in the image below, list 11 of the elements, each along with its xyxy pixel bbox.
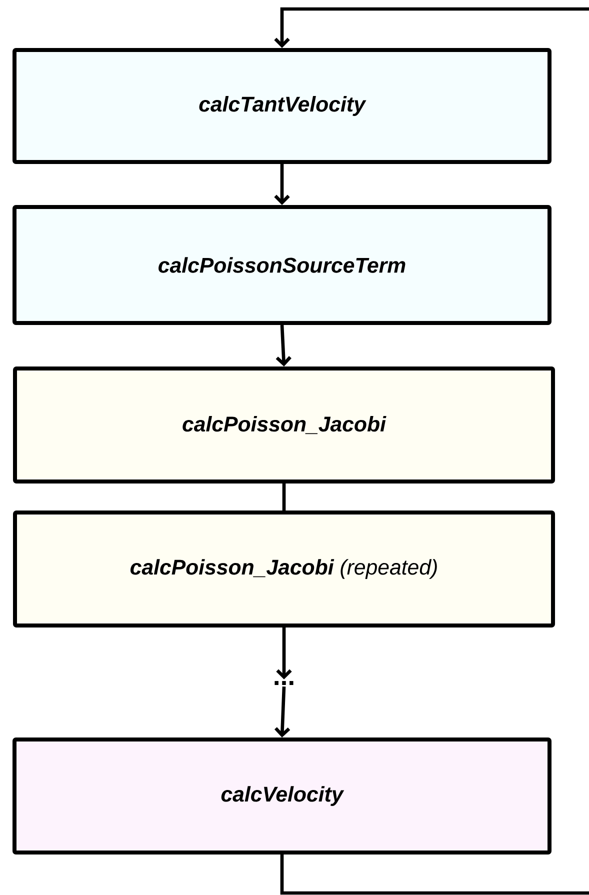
process-box: calcPoisson_Jacobi (repeated) — [13, 510, 555, 628]
arrow — [274, 164, 290, 205]
process-box: calcPoisson_Jacobi — [13, 366, 555, 484]
arrow — [276, 324, 292, 366]
arrow — [276, 628, 292, 680]
process-box: calcPoissonSourceTerm — [12, 205, 552, 325]
ellipsis-text: ... — [274, 681, 294, 685]
arrow — [274, 7, 589, 895]
process-box: calcVelocity — [12, 738, 552, 854]
arrow — [274, 686, 290, 738]
process-box: calcTantVelocity — [12, 48, 552, 164]
